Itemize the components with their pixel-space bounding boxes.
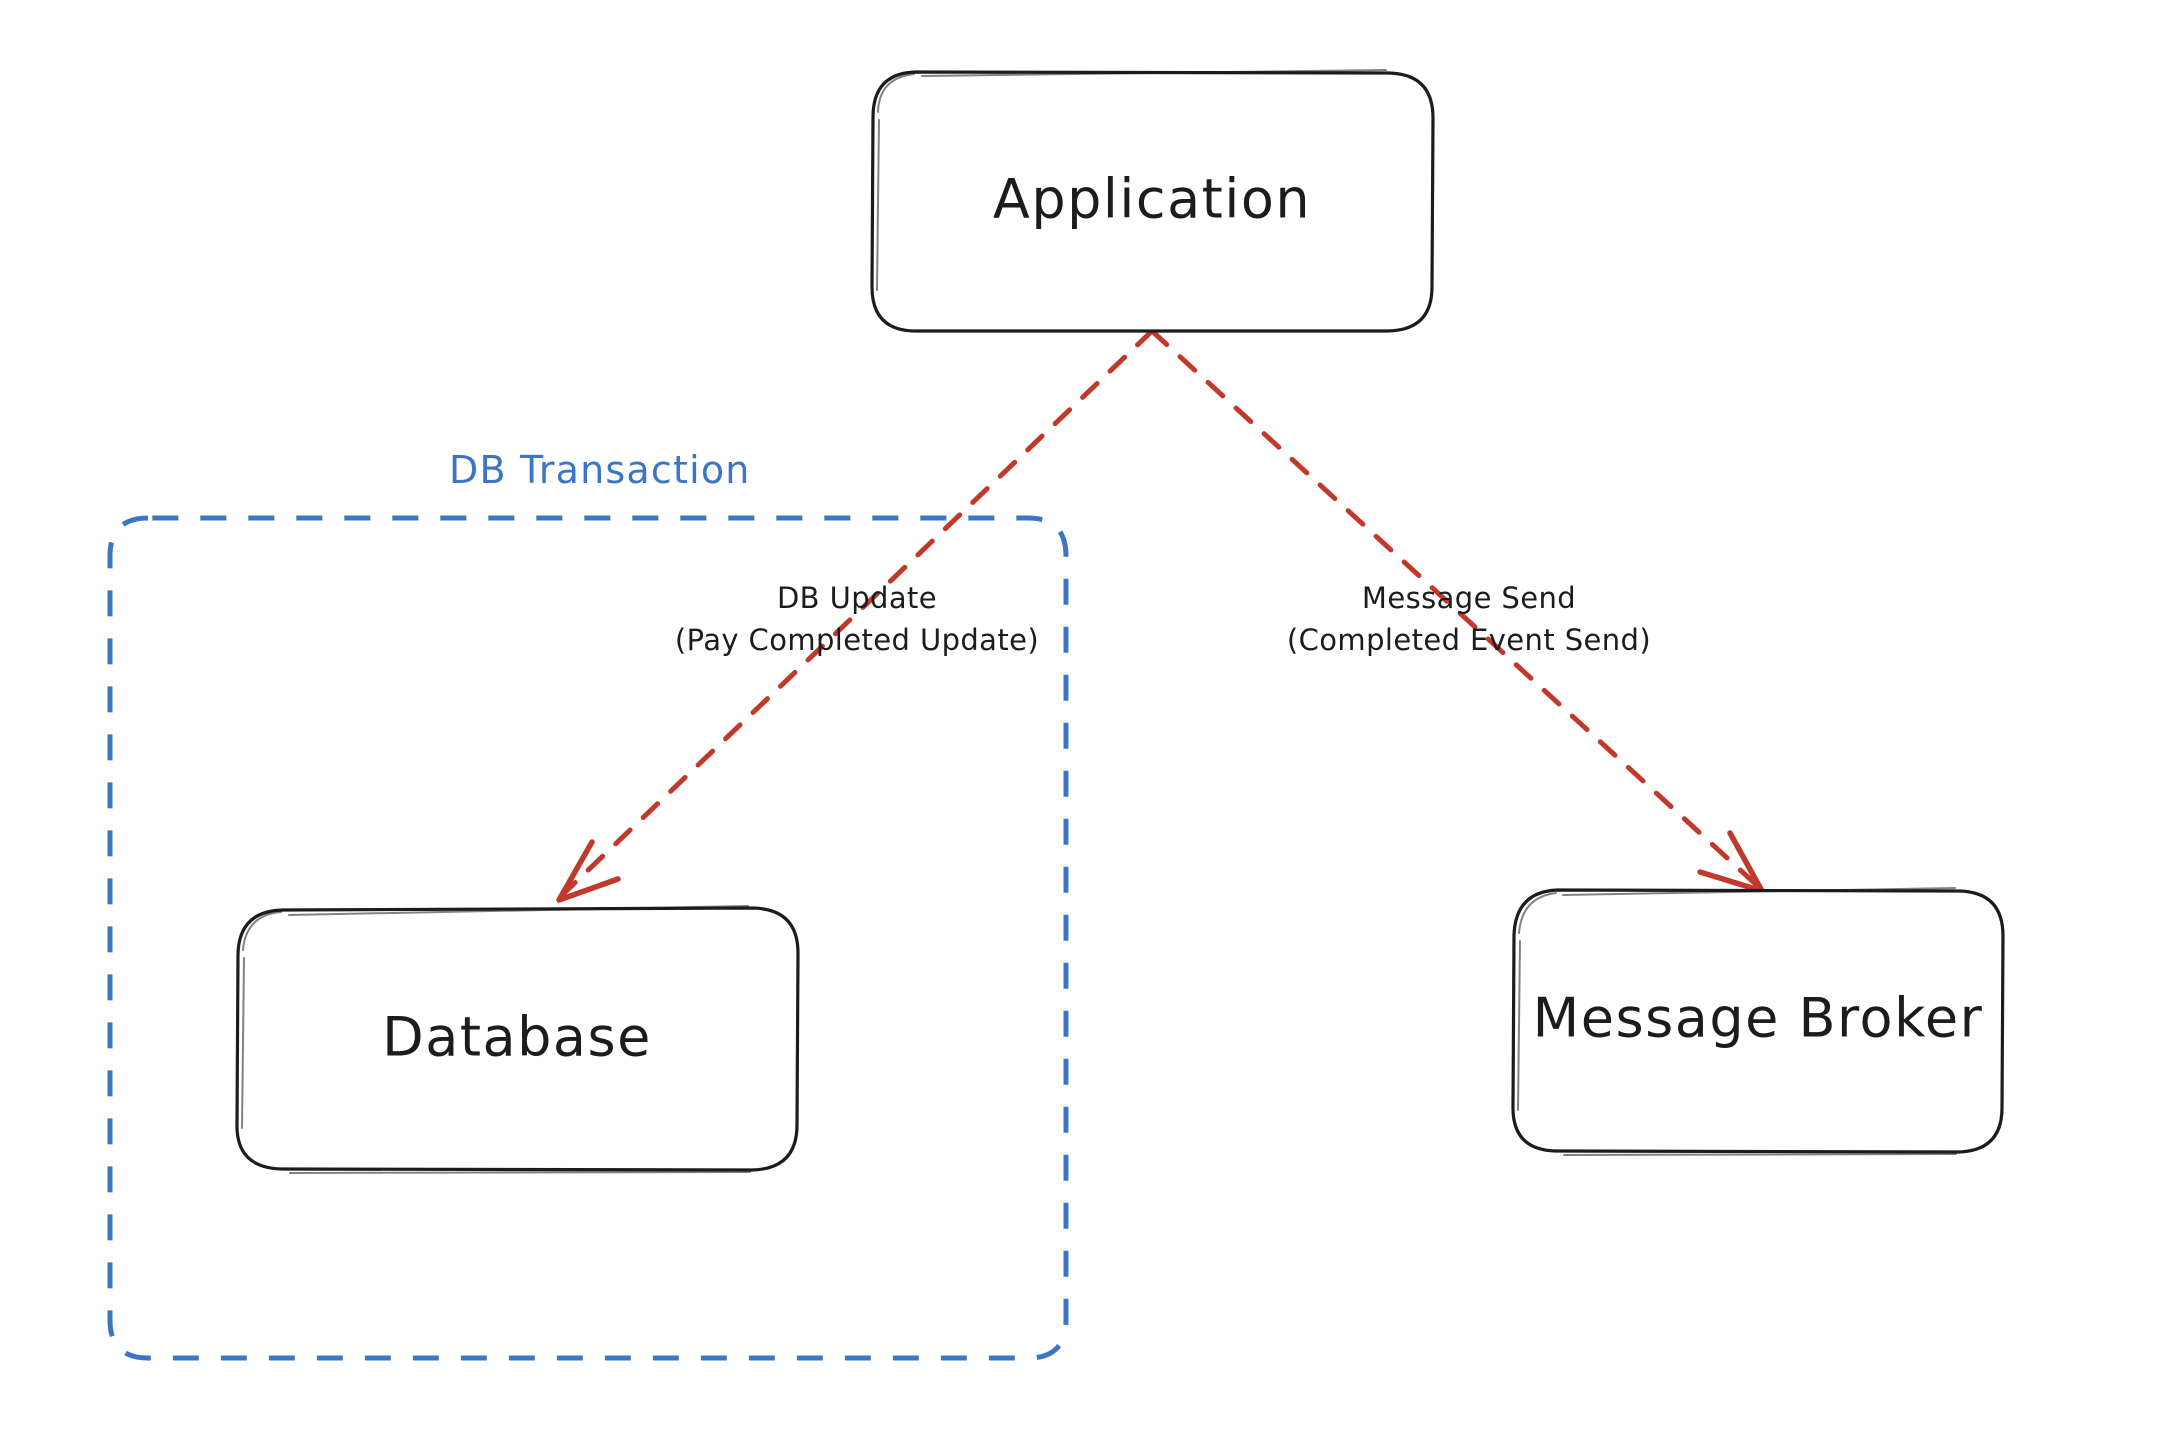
node-message-broker-sketch-overlay (1517, 887, 1957, 1156)
node-application[interactable]: Application (870, 69, 1435, 333)
edge-app-to-broker-label-line2: (Completed Event Send) (1287, 623, 1651, 657)
node-application-sketch-overlay (876, 69, 1387, 291)
edge-app-to-db-label-line2: (Pay Completed Update) (675, 623, 1039, 657)
edge-app-to-broker-label-line1: Message Send (1362, 581, 1576, 615)
node-database-shape (235, 906, 800, 1172)
edge-app-to-db[interactable]: DB Update (Pay Completed Update) (556, 328, 1155, 903)
group-db-transaction[interactable]: DB Transaction (107, 448, 1069, 1361)
group-db-transaction-label: DB Transaction (449, 448, 751, 492)
edge-app-to-broker[interactable]: Message Send (Completed Event Send) (1149, 328, 1765, 894)
edge-app-to-broker-line (1149, 328, 1764, 892)
node-database-sketch-overlay (241, 905, 751, 1174)
node-message-broker[interactable]: Message Broker (1511, 887, 2005, 1156)
node-application-label: Application (993, 168, 1311, 231)
node-message-broker-shape (1511, 888, 2005, 1154)
node-application-shape (870, 70, 1435, 333)
edge-app-to-db-label-line1: DB Update (777, 581, 937, 615)
node-database-label: Database (382, 1006, 652, 1069)
node-database[interactable]: Database (235, 905, 800, 1174)
group-db-transaction-border (107, 515, 1069, 1361)
edge-app-to-db-arrowhead (556, 839, 621, 903)
node-message-broker-label: Message Broker (1533, 987, 1984, 1050)
edge-app-to-db-line (556, 328, 1155, 901)
